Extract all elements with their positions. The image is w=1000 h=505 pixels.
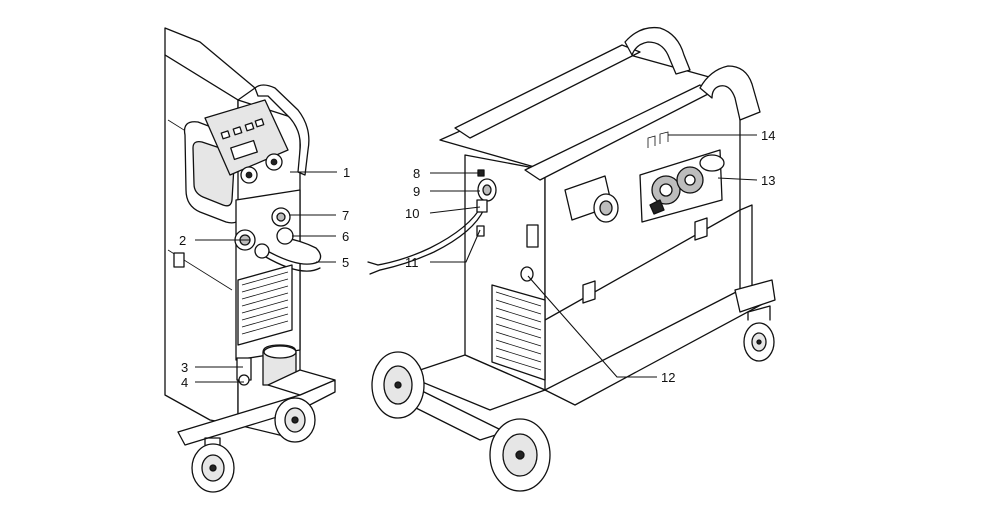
wheel-right-caster (743, 305, 775, 362)
vent-grille-left (237, 264, 293, 346)
callout-labels: 1 2 3 4 5 6 7 8 9 10 11 12 14 13 (179, 128, 775, 390)
gas-connector (564, 175, 619, 223)
callout-3: 3 (181, 360, 188, 375)
wheel-left-rear (274, 397, 316, 443)
right-machine-rear-view (367, 26, 776, 492)
callout-5: 5 (342, 255, 349, 270)
callout-4: 4 (181, 375, 188, 390)
callout-1: 1 (343, 165, 350, 180)
wire-feeder-assembly (639, 149, 725, 223)
wheel-left-front (191, 437, 235, 493)
left-machine-front-view (164, 27, 336, 493)
callout-leaders (195, 134, 758, 383)
callout-13: 13 (761, 173, 775, 188)
callout-2: 2 (179, 233, 186, 248)
callout-8: 8 (413, 166, 420, 181)
callout-14: 14 (761, 128, 775, 143)
callout-6: 6 (342, 229, 349, 244)
wheel-right-front (489, 418, 551, 492)
callout-11: 11 (405, 255, 419, 270)
callout-9: 9 (413, 184, 420, 199)
wheel-right-rear-left (371, 351, 425, 419)
callout-12: 12 (661, 370, 675, 385)
callout-7: 7 (342, 208, 349, 223)
vent-grille-right (491, 284, 546, 381)
callout-10: 10 (405, 206, 419, 221)
